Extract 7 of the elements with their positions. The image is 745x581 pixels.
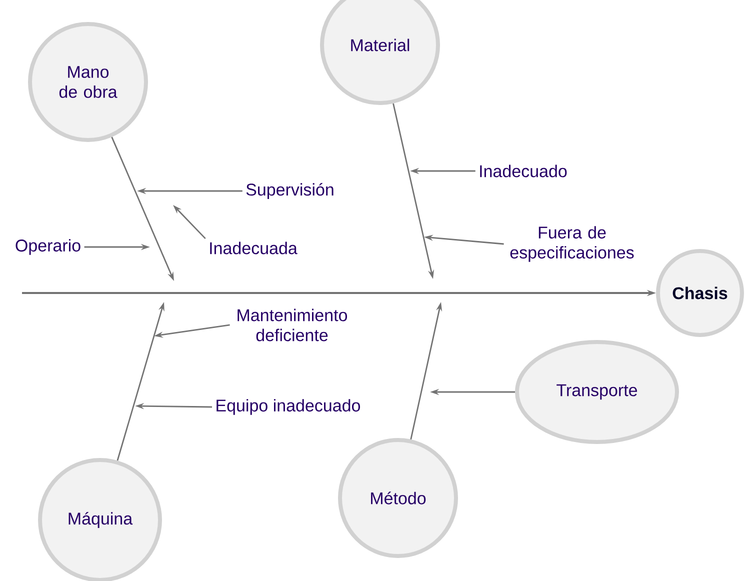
cause-label: Fuera de especificaciones [510, 226, 634, 262]
cause-label: Operario [16, 239, 80, 255]
cause-label: Supervisión [246, 182, 334, 200]
cause-label: Equipo inadecuado [216, 399, 360, 415]
cause-label: Inadecuado [480, 164, 567, 178]
cause-label: Inadecuada [210, 242, 298, 254]
cause-label: Mantenimiento deficiente [238, 308, 348, 342]
